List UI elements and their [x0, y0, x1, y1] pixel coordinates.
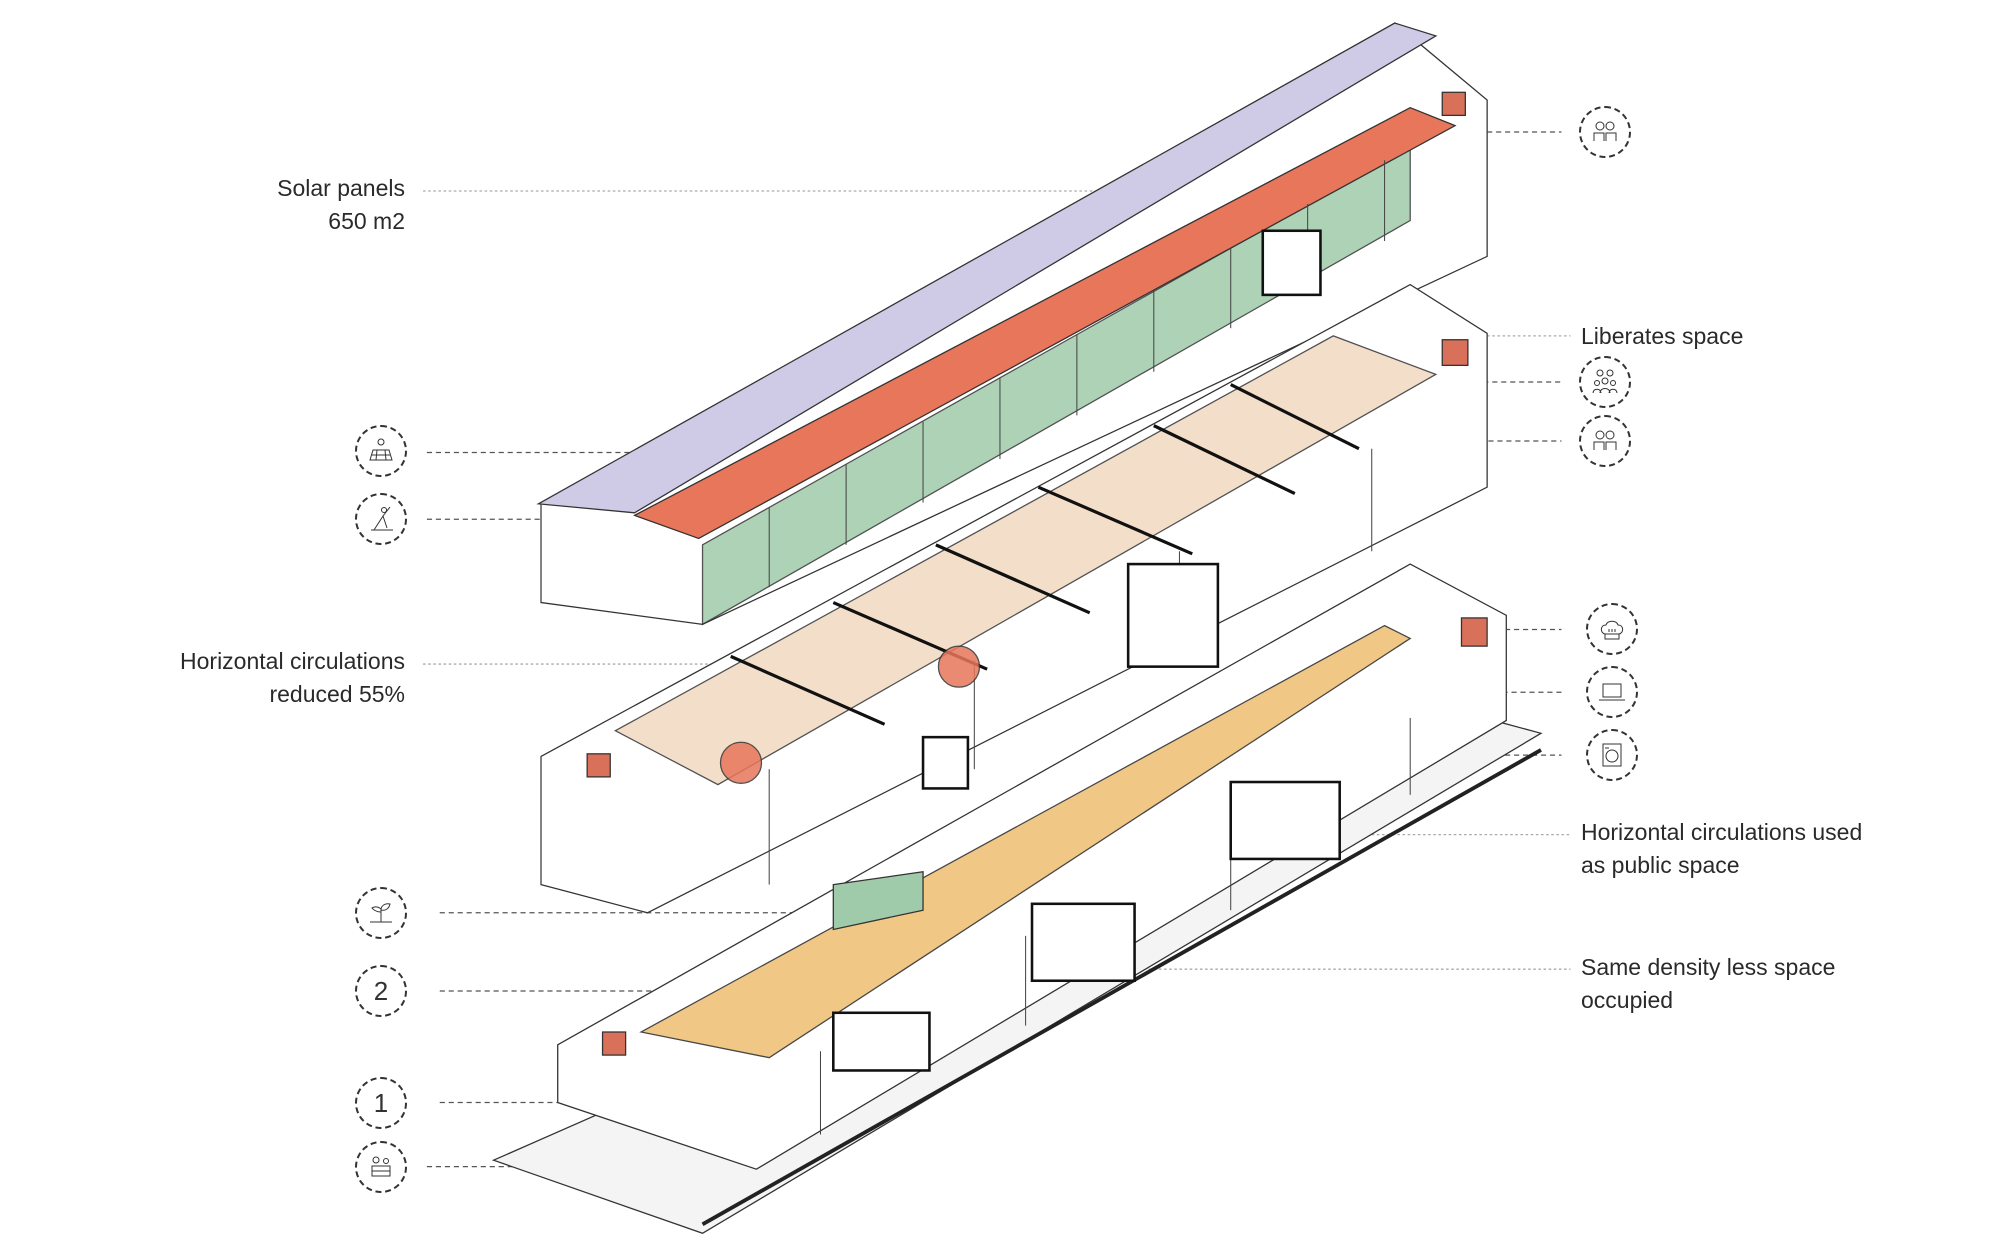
liberates-space-label: Liberates space: [1581, 323, 1744, 349]
group-icon: [1579, 356, 1631, 408]
solar-panels-label: Solar panels 650 m2: [277, 172, 405, 238]
market-stall-icon: [355, 1141, 407, 1193]
floor-number-2: 2: [355, 965, 407, 1017]
two-people-icon: [1579, 106, 1631, 158]
horizontal-reduced-line2: reduced 55%: [269, 681, 405, 707]
two-people-icon: [1579, 415, 1631, 467]
floor-number-1: 1: [355, 1077, 407, 1129]
solar-panels-title: Solar panels: [277, 175, 405, 201]
horizontal-public-line1: Horizontal circulations used: [1581, 819, 1863, 845]
plant-icon: [355, 887, 407, 939]
solar-panels-area: 650 m2: [328, 208, 405, 234]
horizontal-reduced-label: Horizontal circulations reduced 55%: [180, 645, 405, 711]
same-density-label: Same density less space occupied: [1581, 951, 1835, 1017]
yoga-icon: [355, 493, 407, 545]
top-floor: [536, 22, 1488, 626]
horizontal-public-label: Horizontal circulations used as public s…: [1581, 816, 1862, 882]
middle-floor: [540, 283, 1488, 914]
laptop-icon: [1586, 666, 1638, 718]
chef-hat-icon: [1586, 603, 1638, 655]
ground-floor: [491, 563, 1543, 1234]
solar-panel-icon: [355, 425, 407, 477]
same-density-line1: Same density less space: [1581, 954, 1836, 980]
horizontal-public-line2: as public space: [1581, 852, 1740, 878]
same-density-line2: occupied: [1581, 987, 1674, 1013]
horizontal-reduced-line1: Horizontal circulations: [180, 648, 405, 674]
washing-machine-icon: [1586, 729, 1638, 781]
